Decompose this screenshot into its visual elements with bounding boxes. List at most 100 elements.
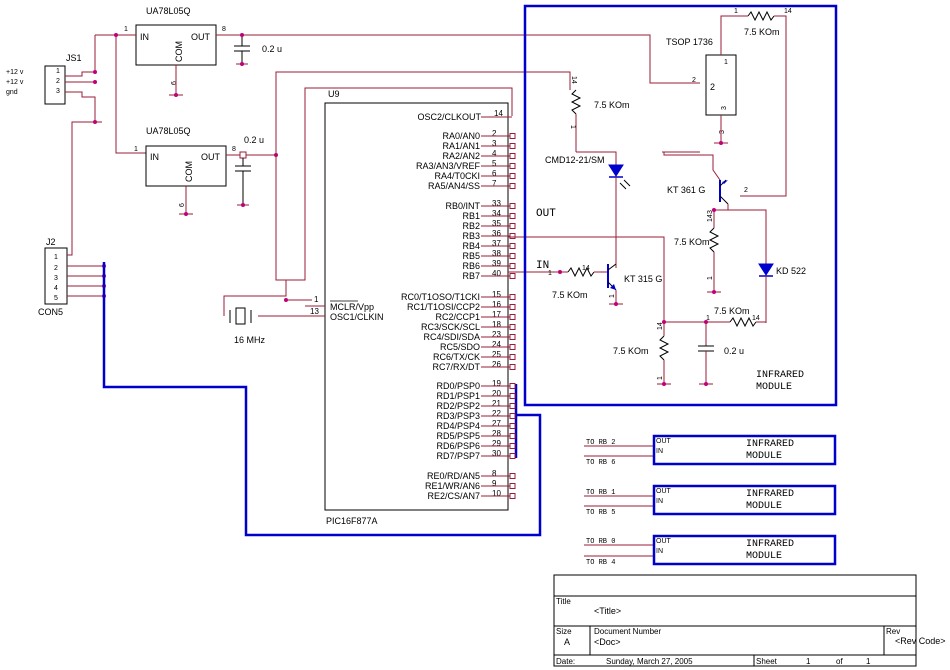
mcu-pin-terminal	[509, 483, 516, 489]
mcu-pin-number: 17	[492, 310, 501, 319]
mcu-pin-terminal	[509, 423, 516, 429]
rtop-pin14: 14	[784, 8, 792, 15]
mcu-pin-terminal	[509, 133, 516, 139]
mcu-pin-label: RB7	[462, 271, 480, 281]
mcu-pin-number: 5	[492, 159, 497, 168]
mcu-pin-label: RD0/PSP0	[436, 381, 480, 391]
mcu-pin-number: 35	[492, 219, 501, 228]
rbot2-value: 7.5 KOm	[613, 346, 649, 356]
mcu-pin-terminal	[509, 433, 516, 439]
mcu-pin-terminal	[509, 453, 516, 459]
reg2-in-label: IN	[150, 152, 159, 162]
j2-name: CON5	[38, 307, 63, 317]
mcu-mclr-pin: 1	[314, 295, 319, 304]
mcu-pin-label: RC6/TX/CK	[433, 352, 480, 362]
t2-name: KT 315 G	[624, 274, 662, 284]
module2-title-2: MODULE	[746, 501, 782, 512]
mcu-pin-number: 18	[492, 320, 501, 329]
module3-out-net: TO RB 0	[586, 538, 615, 546]
mcu-pin-number: 7	[492, 179, 497, 188]
tsop-name: TSOP 1736	[666, 37, 713, 47]
mcu-pin-number: 36	[492, 229, 501, 238]
ir-out-label: OUT	[536, 208, 556, 220]
js1-label-3: gnd	[6, 89, 18, 96]
mcu-pin-terminal	[509, 403, 516, 409]
mcu-pin-label: RA4/T0CKI	[434, 171, 480, 181]
mcu-pin-label: RC3/SCK/SCL	[421, 322, 480, 332]
diode-name: KD 522	[776, 266, 806, 276]
mcu-pin-number: 26	[492, 360, 501, 369]
mcu-pin-number: 6	[492, 169, 497, 178]
mcu-name: PIC16F877A	[326, 516, 378, 526]
mcu-pin-label: RA2/AN2	[442, 151, 480, 161]
ir-module-1: TO RB 2 TO RB 6 OUT IN INFRARED MODULE	[584, 434, 837, 467]
tsop-pin2-inner: 2	[710, 82, 715, 92]
mcu-pin-label: RB6	[462, 261, 480, 271]
mcu-pin-label: RA3/AN3/VREF	[416, 161, 481, 171]
module3-title-2: MODULE	[746, 551, 782, 562]
pic-mcu: U9 PIC16F877A OSC2/CLKOUT 14 MCLR/Vpp 1 …	[305, 89, 516, 526]
t1-pin3: 3	[707, 210, 714, 214]
mcu-pin-number: 10	[492, 489, 501, 498]
ir-in-label: IN	[536, 260, 549, 272]
mcu-pin-number: 4	[492, 149, 497, 158]
reg1-com-label: COM	[174, 41, 184, 62]
ir-module-2: TO RB 1 TO RB 5 OUT IN INFRARED MODULE	[584, 484, 837, 517]
sheet-num: 1	[806, 657, 811, 666]
mcu-pin-number: 33	[492, 199, 501, 208]
ir-module-border	[523, 4, 838, 407]
rbase-pin14: 14	[582, 265, 590, 272]
rev-value: <Rev Code>	[895, 636, 946, 646]
mcu-pin-label: RD1/PSP1	[436, 391, 480, 401]
js1-label-2: +12 v	[6, 79, 24, 86]
module1-title-2: MODULE	[746, 451, 782, 462]
mcu-pin-number: 40	[492, 269, 501, 278]
mcu-pin-terminal	[509, 243, 516, 249]
reg1-pin-out: 8	[222, 26, 226, 33]
module2-in: IN	[656, 498, 663, 505]
rmid-pin1: 1	[707, 276, 714, 280]
mcu-pin-number: 39	[492, 259, 501, 268]
regulator-1: IN OUT COM UA78L05Q 1 8 6	[124, 6, 226, 85]
mcu-pin-label: RA5/AN4/SS	[428, 181, 480, 191]
module2-in-net: TO RB 5	[586, 509, 615, 517]
mcu-pin-label: RE2/CS/AN7	[427, 491, 480, 501]
mcu-pin-terminal	[509, 324, 516, 330]
title-block: Title <Title> Size A Document Number <Do…	[553, 574, 946, 667]
reg2-pin-in: 1	[134, 146, 138, 153]
mcu-pin-number: 21	[492, 399, 501, 408]
title-value: <Title>	[594, 606, 621, 616]
mcu-pin-terminal	[509, 354, 516, 360]
js1-label-1: +12 v	[6, 69, 24, 76]
mcu-pin-number: 22	[492, 409, 501, 418]
mcu-pin-label: RA0/AN0	[442, 131, 480, 141]
mcu-osc1-label: OSC1/CLKIN	[330, 312, 384, 322]
mcu-pin-terminal	[509, 173, 516, 179]
mcu-pin-terminal	[509, 213, 516, 219]
title-label: Title	[556, 597, 571, 606]
mcu-pin-label: RB4	[462, 241, 480, 251]
mcu-pin-label: RD3/PSP3	[436, 411, 480, 421]
module3-in: IN	[656, 548, 663, 555]
rbot1-value: 7.5 KOm	[714, 306, 750, 316]
mcu-pin-number: 30	[492, 449, 501, 458]
module1-out: OUT	[656, 438, 672, 445]
mcu-pin-terminal	[509, 393, 516, 399]
rtop-pin1: 1	[734, 8, 738, 15]
mcu-osc2-label: OSC2/CLKOUT	[417, 112, 481, 122]
mcu-pin-terminal	[509, 334, 516, 340]
mcu-pin-number: 24	[492, 340, 501, 349]
mcu-pin-label: RB5	[462, 251, 480, 261]
mcu-pin-terminal	[509, 153, 516, 159]
module3-title-1: INFRARED	[746, 539, 794, 550]
mcu-pin-number: 15	[492, 290, 501, 299]
module3-in-net: TO RB 4	[586, 559, 615, 567]
sheet-label: Sheet	[756, 657, 778, 666]
reg1-name: UA78L05Q	[146, 6, 191, 16]
mcu-pin-label: RB3	[462, 231, 480, 241]
t1-pin2: 2	[744, 187, 748, 194]
mcu-pin-terminal	[509, 383, 516, 389]
reg1-in-label: IN	[140, 32, 149, 42]
mcu-pin-label: RD2/PSP2	[436, 401, 480, 411]
